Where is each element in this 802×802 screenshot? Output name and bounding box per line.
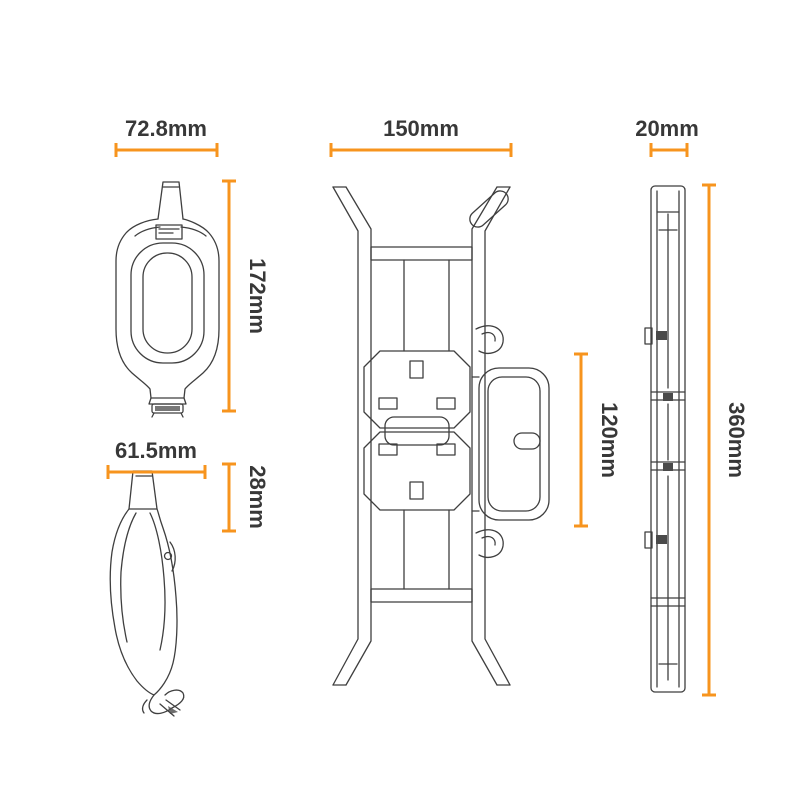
- dim-line-profile-width: [649, 143, 689, 157]
- main-socket-upper-live-slot: [378, 397, 398, 410]
- dim-label-front-width: 72.8mm: [125, 116, 207, 141]
- front-base-outline: [148, 397, 187, 405]
- dim-line-side-width: [106, 465, 207, 479]
- dim-line-main-width: [329, 143, 513, 157]
- dimension-main-width: 150mm: [329, 116, 513, 157]
- main-handle-outer: [478, 367, 550, 521]
- dim-line-nozzle-height: [222, 462, 236, 533]
- main-handle-grip-slot: [513, 432, 541, 450]
- dim-line-front-width: [114, 143, 219, 157]
- front-base-label-box: [151, 403, 184, 414]
- dimension-front-height: 172mm: [222, 179, 270, 413]
- dim-label-side-width: 61.5mm: [115, 438, 197, 463]
- main-left-upright-caps: [332, 186, 347, 686]
- profile-inner-edges: [656, 190, 680, 688]
- main-socket-upper-outline: [363, 350, 471, 429]
- profile-clip-top: [644, 327, 653, 345]
- side-inner-curve-left: [120, 512, 137, 643]
- front-base-label-strip: [155, 406, 180, 411]
- main-center-plate: [384, 416, 450, 446]
- side-hook-fill: [168, 706, 178, 714]
- dimension-nozzle-height: 28mm: [222, 462, 270, 533]
- dim-label-front-height: 172mm: [245, 258, 270, 334]
- main-right-upright-outer: [484, 186, 511, 686]
- profile-clip-bottom: [644, 531, 653, 549]
- dim-label-overall-height: 360mm: [724, 402, 749, 478]
- main-socket-lower-live-slot: [378, 443, 398, 456]
- main-socket-upper-neutral-slot: [436, 397, 456, 410]
- side-hook-curve-3: [141, 699, 148, 714]
- main-socket-lower-outline: [363, 431, 471, 511]
- dim-line-overall-height: [702, 183, 716, 697]
- main-hanging-slot: [469, 190, 509, 228]
- main-left-upright-outer: [332, 186, 359, 686]
- main-hook-bottom: [475, 529, 504, 558]
- profile-view-drawing: [644, 185, 686, 693]
- main-handle-links: [471, 376, 480, 512]
- main-left-upright-inner: [345, 186, 372, 686]
- side-hook-curve-1: [148, 694, 173, 715]
- front-shoulder-left: [134, 226, 161, 237]
- main-view-drawing: [332, 186, 550, 686]
- profile-outline: [650, 185, 686, 693]
- front-body-outline: [115, 218, 220, 399]
- main-hook-top-inner: [481, 331, 496, 342]
- dim-line-front-height: [222, 179, 236, 413]
- front-frame-inner: [142, 252, 193, 354]
- front-view-drawing: [115, 181, 220, 418]
- main-spine-upper: [403, 259, 450, 352]
- dim-label-socket-panel-height: 120mm: [597, 402, 622, 478]
- main-right-upright-inner: [471, 186, 498, 686]
- side-pivot-circle: [163, 551, 173, 561]
- side-hook-lines: [159, 699, 181, 717]
- dimension-overall-height: 360mm: [702, 183, 749, 697]
- front-nozzle-outline: [157, 181, 184, 220]
- side-inner-curve-right: [149, 512, 166, 651]
- side-bump: [169, 541, 176, 572]
- side-nozzle-outline: [128, 470, 158, 510]
- dim-label-main-width: 150mm: [383, 116, 459, 141]
- main-socket-upper-earth-slot: [409, 360, 424, 379]
- main-crossbar-bottom: [370, 588, 473, 603]
- main-spine-lower: [403, 509, 450, 590]
- side-view-drawing: [109, 470, 185, 717]
- dimension-profile-width: 20mm: [635, 116, 699, 157]
- dimension-side-width: 61.5mm: [106, 438, 207, 479]
- profile-clip-bottom-fill: [656, 535, 667, 544]
- main-right-upright-caps: [496, 186, 511, 686]
- dim-line-socket-panel-height: [574, 352, 588, 528]
- side-body-outline: [109, 508, 178, 696]
- main-hook-bottom-inner: [481, 535, 496, 546]
- profile-knob-lower: [663, 463, 673, 471]
- main-socket-lower-neutral-slot: [436, 443, 456, 456]
- dimension-socket-panel-height: 120mm: [574, 352, 622, 528]
- dim-label-nozzle-height: 28mm: [245, 465, 270, 529]
- front-base-feet: [151, 412, 184, 418]
- main-hook-top: [475, 325, 504, 354]
- front-frame-outer: [130, 242, 205, 364]
- dimension-front-width: 72.8mm: [114, 116, 219, 157]
- dim-label-profile-width: 20mm: [635, 116, 699, 141]
- profile-knob-upper: [663, 393, 673, 401]
- front-logo-lines: [158, 228, 180, 234]
- profile-clip-top-fill: [656, 331, 667, 340]
- main-crossbar-top: [370, 246, 473, 261]
- front-shoulder-right: [180, 226, 207, 237]
- front-logo-plate: [155, 224, 183, 240]
- side-hook-curve-2: [164, 689, 185, 709]
- main-socket-lower-earth-slot: [409, 481, 424, 500]
